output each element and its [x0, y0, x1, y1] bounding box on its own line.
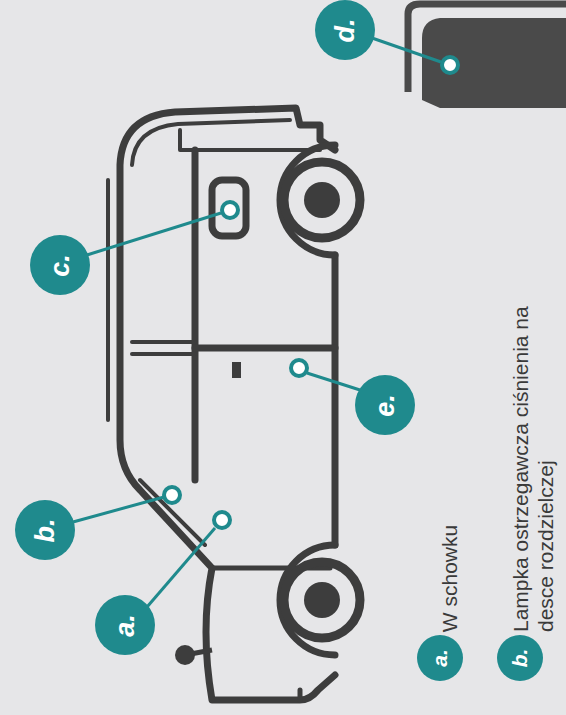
callout-circle: d.	[315, 0, 375, 60]
callout-letter: a.	[428, 649, 452, 667]
callout-circle: e.	[355, 375, 415, 435]
wheels	[284, 162, 360, 638]
callout-circle: a.	[95, 595, 155, 655]
callout-circle: b.	[497, 635, 543, 681]
leader-lines	[73, 38, 441, 607]
callout-circle: b.	[15, 500, 75, 560]
leader-dots	[164, 57, 458, 528]
manual-book	[408, 4, 566, 108]
callout-circle: c.	[30, 235, 90, 295]
mirror	[175, 645, 195, 665]
legend-text: Lampka ostrzegawcza ciśnienia na desce r…	[508, 282, 558, 632]
callout-circle: a.	[417, 635, 463, 681]
legend-text: W schowku	[437, 525, 462, 632]
callout-letter: b.	[508, 649, 532, 668]
callout-letter: e.	[370, 394, 401, 417]
callout-letter: c.	[45, 254, 76, 277]
callout-letter: a.	[110, 614, 141, 637]
door-handle	[232, 362, 241, 378]
callout-letter: d.	[330, 18, 361, 42]
callout-letter: b.	[30, 518, 61, 542]
